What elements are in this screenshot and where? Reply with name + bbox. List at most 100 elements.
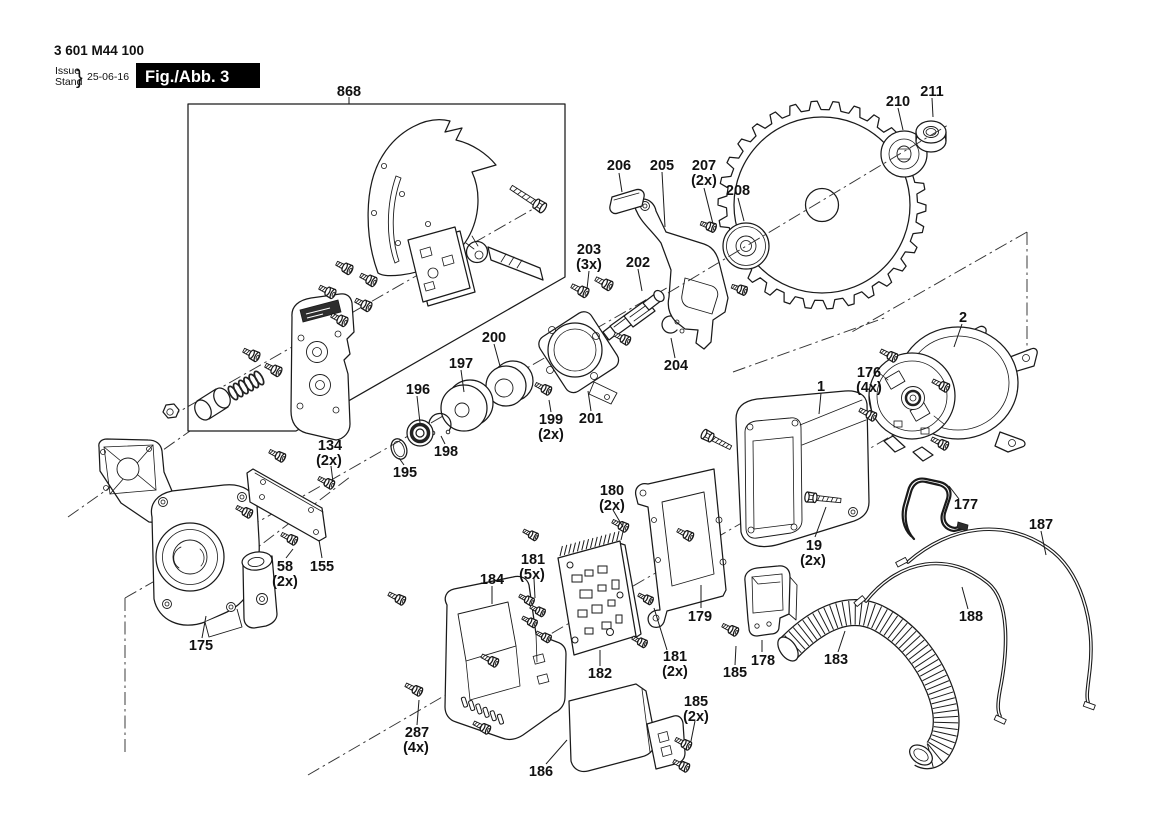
callout-199-qty: (2x)	[538, 427, 564, 443]
callout-176-qty: (4x)	[856, 380, 882, 396]
callout-134-qty: (2x)	[316, 453, 342, 469]
screw-drawing	[472, 720, 492, 735]
callout-180: 180	[600, 483, 624, 499]
screw-drawing	[570, 283, 590, 299]
part-175-gear-housing	[98, 438, 278, 638]
callout-204: 204	[664, 358, 688, 374]
parts-drawings	[98, 100, 1096, 773]
screw-drawing	[335, 260, 354, 276]
callout-287-qty: (4x)	[403, 740, 429, 756]
screw-drawing	[535, 630, 552, 644]
callout-196: 196	[406, 382, 430, 398]
callout-181a: 181	[521, 552, 545, 568]
part-177-wire	[901, 477, 969, 541]
callout-188: 188	[959, 609, 983, 625]
callout-1: 1	[817, 379, 825, 395]
bolt-drawing	[700, 428, 733, 450]
document-part-number: 3 601 M44 100	[54, 43, 144, 58]
part-195-o-ring	[390, 438, 408, 460]
callout-187: 187	[1029, 517, 1053, 533]
screw-drawing	[242, 347, 261, 363]
screw-drawing	[280, 532, 299, 546]
screw-drawing	[480, 653, 500, 668]
part-197-disc	[440, 379, 494, 432]
figure-badge	[136, 63, 260, 88]
callout-211: 211	[920, 84, 943, 100]
callout-177: 177	[954, 497, 978, 513]
screw-drawing	[631, 635, 648, 649]
callout-868: 868	[337, 84, 361, 100]
callout-185b-qty: (2x)	[683, 709, 709, 725]
figure-label: Fig./Abb. 3	[145, 68, 229, 86]
callout-181b: 181	[663, 649, 687, 665]
callout-185b: 185	[684, 694, 708, 710]
callout-208: 208	[726, 183, 750, 199]
callout-201: 201	[579, 411, 603, 427]
callout-202: 202	[626, 255, 650, 271]
screw-drawing	[518, 593, 535, 607]
part-183-hose	[777, 599, 960, 770]
issue-brace: }	[76, 67, 83, 89]
callout-labels: 868 206 205 207 (2x) 208 210 211 203 (3x…	[189, 84, 1053, 780]
part-211-clamp-nut	[915, 120, 947, 153]
callout-205: 205	[650, 158, 674, 174]
callout-19: 19	[806, 538, 822, 554]
screw-drawing	[730, 283, 748, 296]
part-187-cable	[895, 527, 1096, 711]
part-184-tray	[444, 575, 567, 741]
part-188-cable	[853, 561, 1008, 725]
screw-drawing	[387, 591, 407, 606]
screw-drawing	[268, 449, 287, 463]
callout-58: 58	[277, 559, 293, 575]
screw-drawing	[264, 362, 283, 378]
callout-181b-qty: (2x)	[662, 664, 688, 680]
callout-19-qty: (2x)	[800, 553, 826, 569]
bolt-drawing	[804, 491, 842, 504]
callout-2: 2	[959, 310, 967, 326]
screws	[235, 184, 951, 773]
part-205-guard-bracket	[634, 198, 729, 350]
part-182-pcb-module	[557, 529, 642, 656]
screw-drawing	[330, 312, 349, 328]
screw-drawing	[930, 436, 950, 451]
part-868-guard-kit	[162, 103, 566, 441]
part-2-motor	[868, 325, 1038, 462]
screw-drawing	[637, 592, 654, 606]
screw-drawing	[721, 623, 740, 637]
callout-287: 287	[405, 725, 429, 741]
spring-drawing	[227, 370, 265, 401]
part-206-pad	[609, 188, 645, 215]
callout-210: 210	[886, 94, 910, 110]
screw-drawing	[534, 382, 553, 396]
callout-199: 199	[539, 412, 563, 428]
part-208-inner-flange	[722, 222, 770, 270]
bolt-drawing	[509, 184, 548, 214]
callout-179: 179	[688, 609, 712, 625]
screw-drawing	[354, 297, 373, 313]
part-1-motor-housing	[735, 390, 870, 548]
part-196-bearing	[406, 419, 434, 447]
hose-corrugation	[784, 600, 959, 768]
callout-180-qty: (2x)	[599, 498, 625, 514]
callout-181a-qty: (5x)	[519, 567, 545, 583]
screw-drawing	[594, 276, 614, 292]
callout-206: 206	[607, 158, 631, 174]
saw-blade-group	[717, 100, 927, 310]
screw-drawing	[318, 284, 337, 300]
callout-203-qty: (3x)	[576, 257, 602, 273]
part-178-chute	[744, 565, 798, 637]
screw-drawing	[359, 272, 378, 288]
screw-drawing	[699, 220, 717, 233]
callout-134: 134	[318, 438, 342, 454]
callout-207-qty: (2x)	[691, 173, 717, 189]
part-202-spindle	[600, 289, 665, 341]
screw-drawing	[317, 476, 336, 490]
pcb-components	[566, 561, 624, 644]
screw-drawing	[235, 505, 254, 519]
callout-155: 155	[310, 559, 334, 575]
title-block: 3 601 M44 100 Issue Stand } 25-06-16 Fig…	[54, 43, 260, 89]
screw-drawing	[404, 682, 424, 697]
callout-58-qty: (2x)	[272, 574, 298, 590]
callout-186: 186	[529, 764, 553, 780]
